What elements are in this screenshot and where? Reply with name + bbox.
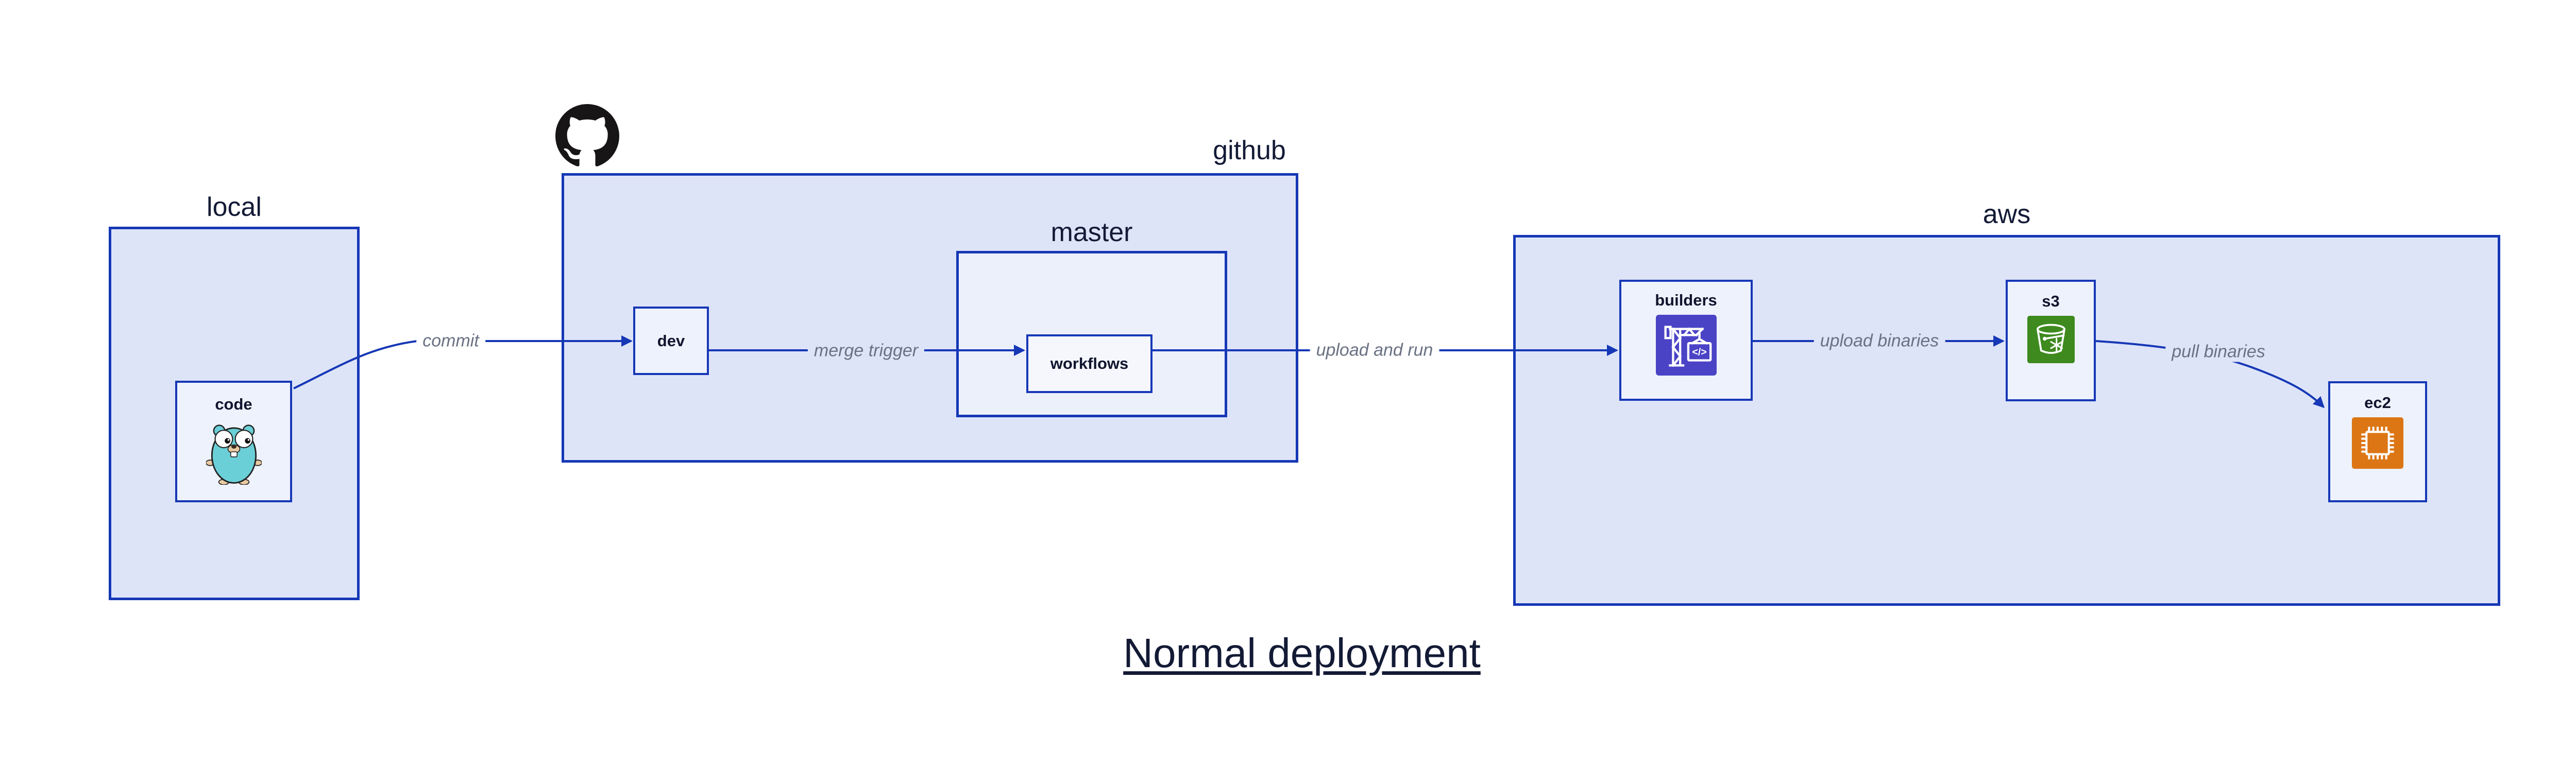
edge-label-merge-trigger: merge trigger <box>807 341 925 361</box>
edge-label-pull-binaries: pull binaries <box>2165 342 2272 362</box>
edge-label-upload-and-run: upload and run <box>1310 340 1439 361</box>
github-octocat-icon <box>555 104 619 166</box>
node-builders: builders </> <box>1619 280 1753 401</box>
cluster-local-label: local <box>207 192 262 222</box>
node-s3: s3 <box>2006 280 2096 401</box>
aws-codebuild-icon: </> <box>1655 315 1717 376</box>
aws-s3-bucket-icon <box>2027 316 2075 363</box>
cluster-github-label: github <box>1213 135 1286 165</box>
node-dev-label: dev <box>657 331 685 350</box>
github-octocat-logo <box>555 104 619 171</box>
node-code-label: code <box>215 395 252 413</box>
node-ec2: ec2 <box>2328 381 2427 502</box>
svg-text:</>: </> <box>1692 347 1706 358</box>
node-builders-label: builders <box>1655 291 1717 309</box>
node-code: code <box>175 381 292 502</box>
cluster-master-label: master <box>1050 217 1133 247</box>
edge-label-upload-binaries: upload binaries <box>1814 331 1945 351</box>
go-gopher-icon <box>206 425 262 485</box>
aws-ec2-chip-icon <box>2352 417 2403 469</box>
node-workflows: workflows <box>1026 334 1153 393</box>
node-workflows-label: workflows <box>1050 354 1129 372</box>
edge-label-commit: commit <box>416 331 485 351</box>
node-dev: dev <box>633 307 709 375</box>
cluster-master <box>956 251 1227 417</box>
diagram-title: Normal deployment <box>1123 630 1481 676</box>
node-ec2-label: ec2 <box>2364 394 2391 412</box>
node-s3-label: s3 <box>2042 292 2060 310</box>
cluster-aws-label: aws <box>1982 199 2031 229</box>
